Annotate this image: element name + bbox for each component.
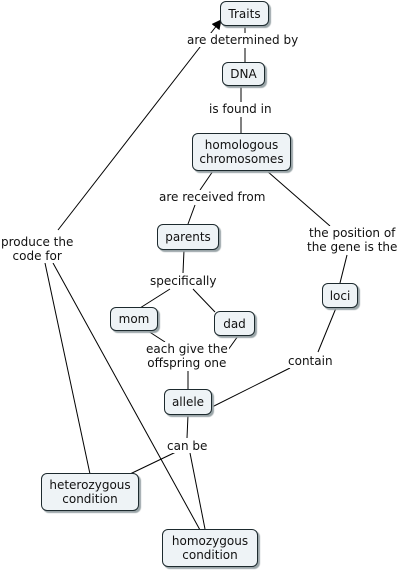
link-specifically-dad bbox=[192, 288, 216, 313]
node-parents[interactable]: parents bbox=[157, 224, 219, 250]
link-dad-eachgive bbox=[227, 335, 239, 351]
label-are-received-from: are received from bbox=[158, 190, 267, 204]
link-produce-traits bbox=[57, 19, 222, 231]
link-contain-allele bbox=[209, 367, 291, 409]
link-mom-eachgive bbox=[147, 330, 166, 343]
link-allele-canbe bbox=[186, 414, 189, 439]
label-produce-the-code-for: produce the code for bbox=[0, 235, 75, 263]
label-contain: contain bbox=[287, 354, 334, 368]
link-homologous-position bbox=[266, 170, 331, 227]
node-dna[interactable]: DNA bbox=[222, 62, 265, 86]
link-heterozygous-produce bbox=[44, 262, 91, 475]
label-each-give-offspring: each give the offspring one bbox=[145, 342, 229, 370]
node-loci[interactable]: loci bbox=[322, 283, 358, 308]
link-parents-specifically bbox=[182, 249, 185, 274]
link-canbe-homozygous bbox=[189, 452, 206, 530]
label-position-of-gene: the position of the gene is the bbox=[306, 226, 399, 254]
label-specifically: specifically bbox=[149, 274, 218, 288]
link-specifically-mom bbox=[139, 288, 171, 309]
label-are-determined-by: are determined by bbox=[186, 33, 300, 47]
link-position-loci bbox=[339, 254, 348, 284]
link-homologous-received bbox=[199, 170, 214, 191]
node-traits[interactable]: Traits bbox=[220, 1, 269, 26]
link-homozygous-produce bbox=[52, 262, 201, 531]
node-mom[interactable]: mom bbox=[110, 307, 158, 331]
node-heterozygous-condition[interactable]: heterozygous condition bbox=[41, 473, 139, 511]
node-homologous-chromosomes[interactable]: homologous chromosomes bbox=[192, 133, 291, 171]
node-homozygous-condition[interactable]: homozygous condition bbox=[162, 529, 258, 567]
link-loci-contain bbox=[317, 307, 337, 353]
label-can-be: can be bbox=[166, 439, 209, 453]
link-received-parents bbox=[187, 204, 196, 225]
node-dad[interactable]: dad bbox=[214, 311, 255, 336]
node-allele[interactable]: allele bbox=[164, 389, 212, 415]
label-is-found-in: is found in bbox=[208, 102, 273, 116]
link-canbe-heterozygous bbox=[129, 450, 179, 475]
